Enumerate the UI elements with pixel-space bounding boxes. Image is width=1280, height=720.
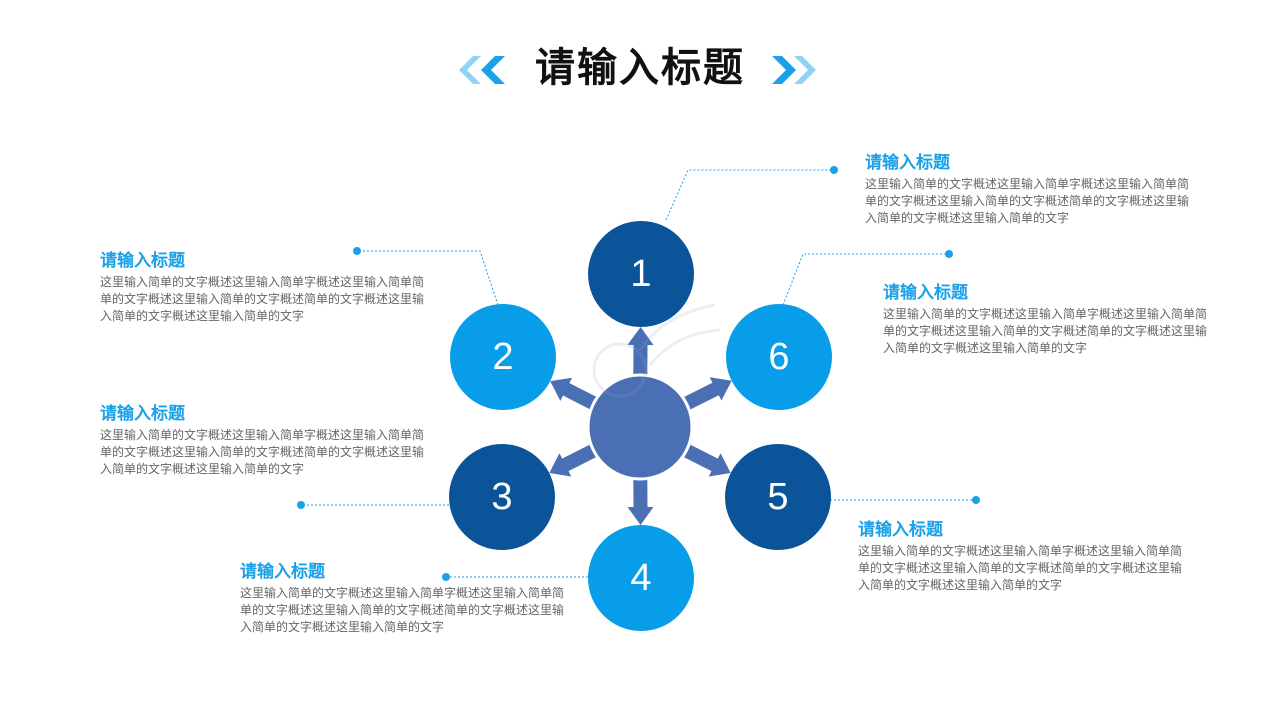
node-circle-3 (449, 444, 555, 550)
node-number-5: 5 (767, 476, 789, 518)
arrow-4 (627, 477, 654, 525)
center-circle (586, 373, 694, 481)
text-block-3: 请输入标题 这里输入简单的文字概述这里输入简单字概述这里输入简单简单的文字概述这… (100, 403, 425, 478)
node-number-1: 1 (630, 253, 652, 295)
node-circle-4 (588, 525, 694, 631)
block-text: 这里输入简单的文字概述这里输入简单字概述这里输入简单简单的文字概述这里输入简单的… (858, 544, 1183, 592)
block-title: 请输入标题 (865, 153, 950, 173)
block-text: 这里输入简单的文字概述这里输入简单字概述这里输入简单简单的文字概述这里输入简单的… (865, 177, 1190, 225)
node-number-6: 6 (768, 336, 790, 378)
node-number-2: 2 (492, 336, 514, 378)
block-text: 这里输入简单的文字概述这里输入简单字概述这里输入简单简单的文字概述这里输入简单的… (240, 586, 565, 634)
text-block-4: 请输入标题 这里输入简单的文字概述这里输入简单字概述这里输入简单简单的文字概述这… (240, 561, 565, 636)
block-title: 请输入标题 (100, 251, 185, 271)
text-block-6: 请输入标题 这里输入简单的文字概述这里输入简单字概述这里输入简单简单的文字概述这… (883, 282, 1208, 357)
connector-dot-6 (945, 250, 953, 258)
connector-1 (665, 169, 834, 221)
arrows (549, 327, 732, 525)
block-title: 请输入标题 (883, 283, 968, 303)
node-circle-6 (726, 304, 832, 410)
connector-dot-1 (830, 166, 838, 174)
text-block-5: 请输入标题 这里输入简单的文字概述这里输入简单字概述这里输入简单简单的文字概述这… (858, 519, 1183, 594)
arrow-3 (549, 443, 599, 477)
arrow-1 (627, 327, 654, 377)
connector-dot-4 (442, 573, 450, 581)
arrow-6 (681, 377, 732, 411)
arrow-2 (550, 377, 599, 411)
node-number-3: 3 (491, 476, 513, 518)
arrow-5 (681, 443, 731, 477)
connector-6 (782, 253, 949, 306)
block-text: 这里输入简单的文字概述这里输入简单字概述这里输入简单简单的文字概述这里输入简单的… (883, 307, 1208, 355)
page-title: 请输入标题 (535, 45, 745, 91)
block-text: 这里输入简单的文字概述这里输入简单字概述这里输入简单简单的文字概述这里输入简单的… (100, 428, 425, 476)
text-block-2: 请输入标题 这里输入简单的文字概述这里输入简单字概述这里输入简单简单的文字概述这… (100, 250, 425, 325)
left-chevrons-icon (459, 56, 505, 84)
connector-dot-2 (353, 247, 361, 255)
node-circle-5 (725, 444, 831, 550)
connector-dot-3 (297, 501, 305, 509)
text-block-1: 请输入标题 这里输入简单的文字概述这里输入简单字概述这里输入简单简单的文字概述这… (865, 152, 1190, 227)
connector-dots (297, 166, 980, 581)
connector-dot-5 (972, 496, 980, 504)
block-text: 这里输入简单的文字概述这里输入简单字概述这里输入简单简单的文字概述这里输入简单的… (100, 275, 425, 323)
block-title: 请输入标题 (240, 562, 325, 582)
right-chevrons-icon (772, 56, 816, 84)
connector-lines (301, 169, 976, 578)
node-circle-2 (450, 304, 556, 410)
connector-2 (357, 250, 499, 306)
block-title: 请输入标题 (100, 404, 185, 424)
block-title: 请输入标题 (858, 520, 943, 540)
node-circle-1 (588, 221, 694, 327)
node-number-4: 4 (630, 557, 652, 599)
